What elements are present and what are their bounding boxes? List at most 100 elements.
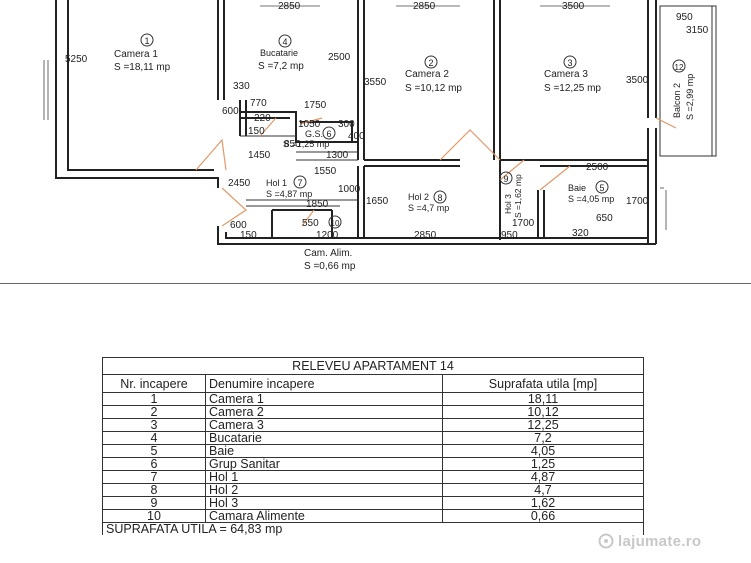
svg-text:Camera 3: Camera 3 bbox=[544, 69, 588, 80]
row-name: Hol 1 bbox=[205, 470, 443, 484]
row-area: 10,12 bbox=[442, 405, 644, 419]
header-nr: Nr. incapere bbox=[102, 374, 206, 393]
svg-text:Bucatarie: Bucatarie bbox=[260, 48, 298, 58]
svg-text:2850: 2850 bbox=[278, 1, 301, 12]
watermark-logo-icon bbox=[598, 533, 614, 549]
svg-text:S =1,25 mp: S =1,25 mp bbox=[283, 139, 329, 149]
room-10: 10 Cam. Alim. S =0,66 mp bbox=[304, 215, 356, 272]
header-area: Suprafata utila [mp] bbox=[442, 374, 644, 393]
row-area: 1,62 bbox=[442, 496, 644, 510]
svg-text:950: 950 bbox=[676, 12, 693, 23]
svg-text:5250: 5250 bbox=[65, 54, 88, 65]
svg-text:3500: 3500 bbox=[562, 1, 585, 12]
header-name: Denumire incapere bbox=[205, 374, 443, 393]
row-area: 1,25 bbox=[442, 457, 644, 471]
svg-text:Balcon 2: Balcon 2 bbox=[672, 83, 682, 118]
row-nr: 10 bbox=[102, 509, 206, 523]
svg-text:2850: 2850 bbox=[414, 230, 437, 241]
svg-text:S =4,7 mp: S =4,7 mp bbox=[408, 203, 449, 213]
svg-text:2: 2 bbox=[428, 58, 433, 68]
room-9: 9 Hol 3 S =1,62 mp bbox=[499, 171, 523, 218]
room-4: 4 Bucatarie S =7,2 mp bbox=[258, 34, 304, 72]
svg-text:400: 400 bbox=[348, 131, 365, 142]
table-title: RELEVEU APARTAMENT 14 bbox=[102, 357, 644, 375]
room-6: 6 G.S. S =1,25 mp bbox=[283, 126, 336, 149]
svg-text:3550: 3550 bbox=[364, 77, 387, 88]
svg-text:600: 600 bbox=[230, 220, 247, 231]
row-name: Grup Sanitar bbox=[205, 457, 443, 471]
svg-text:1050: 1050 bbox=[298, 119, 321, 130]
row-area: 12,25 bbox=[442, 418, 644, 432]
svg-text:3: 3 bbox=[567, 58, 572, 68]
svg-text:4: 4 bbox=[282, 37, 287, 47]
row-area: 4,05 bbox=[442, 444, 644, 458]
svg-text:Cam. Alim.: Cam. Alim. bbox=[304, 248, 352, 259]
door-swings bbox=[195, 117, 677, 227]
watermark: lajumate.ro bbox=[618, 533, 702, 550]
svg-text:S =12,25 mp: S =12,25 mp bbox=[544, 83, 601, 94]
svg-text:S =2,99 mp: S =2,99 mp bbox=[685, 74, 695, 120]
svg-text:1550: 1550 bbox=[314, 166, 337, 177]
svg-text:950: 950 bbox=[501, 230, 518, 241]
svg-text:220: 220 bbox=[254, 113, 271, 124]
row-name: Hol 3 bbox=[205, 496, 443, 510]
row-area: 0,66 bbox=[442, 509, 644, 523]
svg-text:3500: 3500 bbox=[626, 75, 649, 86]
svg-text:Hol 2: Hol 2 bbox=[408, 192, 429, 202]
svg-text:300: 300 bbox=[338, 119, 355, 130]
row-area: 4,7 bbox=[442, 483, 644, 497]
walls bbox=[55, 0, 717, 245]
row-nr: 4 bbox=[102, 431, 206, 445]
svg-text:320: 320 bbox=[572, 228, 589, 239]
svg-text:5: 5 bbox=[599, 183, 604, 193]
svg-text:G.S.: G.S. bbox=[305, 129, 323, 139]
svg-text:9: 9 bbox=[503, 174, 508, 184]
row-area: 4,87 bbox=[442, 470, 644, 484]
svg-text:1650: 1650 bbox=[366, 196, 389, 207]
svg-text:2850: 2850 bbox=[413, 1, 436, 12]
dimension-labels: 2850 2850 3500 950 3150 5250 2500 3550 3… bbox=[65, 1, 709, 241]
svg-text:150: 150 bbox=[240, 230, 257, 241]
svg-text:Hol 3: Hol 3 bbox=[503, 194, 513, 214]
room-5: 5 Baie S =4,05 mp bbox=[568, 180, 614, 204]
svg-text:2500: 2500 bbox=[328, 52, 351, 63]
row-name: Camera 1 bbox=[205, 392, 443, 406]
svg-text:150: 150 bbox=[248, 126, 265, 137]
svg-text:8: 8 bbox=[437, 193, 442, 203]
svg-text:1000: 1000 bbox=[338, 184, 361, 195]
row-nr: 6 bbox=[102, 457, 206, 471]
row-name: Hol 2 bbox=[205, 483, 443, 497]
row-name: Camera 2 bbox=[205, 405, 443, 419]
row-name: Camara Alimente bbox=[205, 509, 443, 523]
svg-text:Hol 1: Hol 1 bbox=[266, 178, 287, 188]
svg-text:1700: 1700 bbox=[626, 196, 649, 207]
table-header-row: Nr. incapere Denumire incapere Suprafata… bbox=[102, 374, 644, 393]
row-name: Bucatarie bbox=[205, 431, 443, 445]
svg-text:770: 770 bbox=[250, 98, 267, 109]
svg-text:7: 7 bbox=[297, 178, 302, 188]
row-nr: 2 bbox=[102, 405, 206, 419]
svg-text:3150: 3150 bbox=[686, 25, 709, 36]
svg-text:1700: 1700 bbox=[512, 218, 535, 229]
svg-text:S =7,2 mp: S =7,2 mp bbox=[258, 61, 304, 72]
svg-text:550: 550 bbox=[302, 218, 319, 229]
svg-text:330: 330 bbox=[233, 81, 250, 92]
svg-text:650: 650 bbox=[596, 213, 613, 224]
room-7: 7 Hol 1 S =4,87 mp bbox=[266, 175, 312, 199]
svg-text:12: 12 bbox=[675, 63, 684, 72]
svg-text:850: 850 bbox=[284, 139, 301, 150]
room-8: 8 Hol 2 S =4,7 mp bbox=[408, 190, 449, 213]
room-1: 1 Camera 1 S =18,11 mp bbox=[114, 33, 171, 73]
room-3: 3 Camera 3 S =12,25 mp bbox=[544, 55, 601, 94]
svg-text:Baie: Baie bbox=[568, 183, 586, 193]
svg-text:600: 600 bbox=[222, 106, 239, 117]
svg-text:1850: 1850 bbox=[306, 199, 329, 210]
